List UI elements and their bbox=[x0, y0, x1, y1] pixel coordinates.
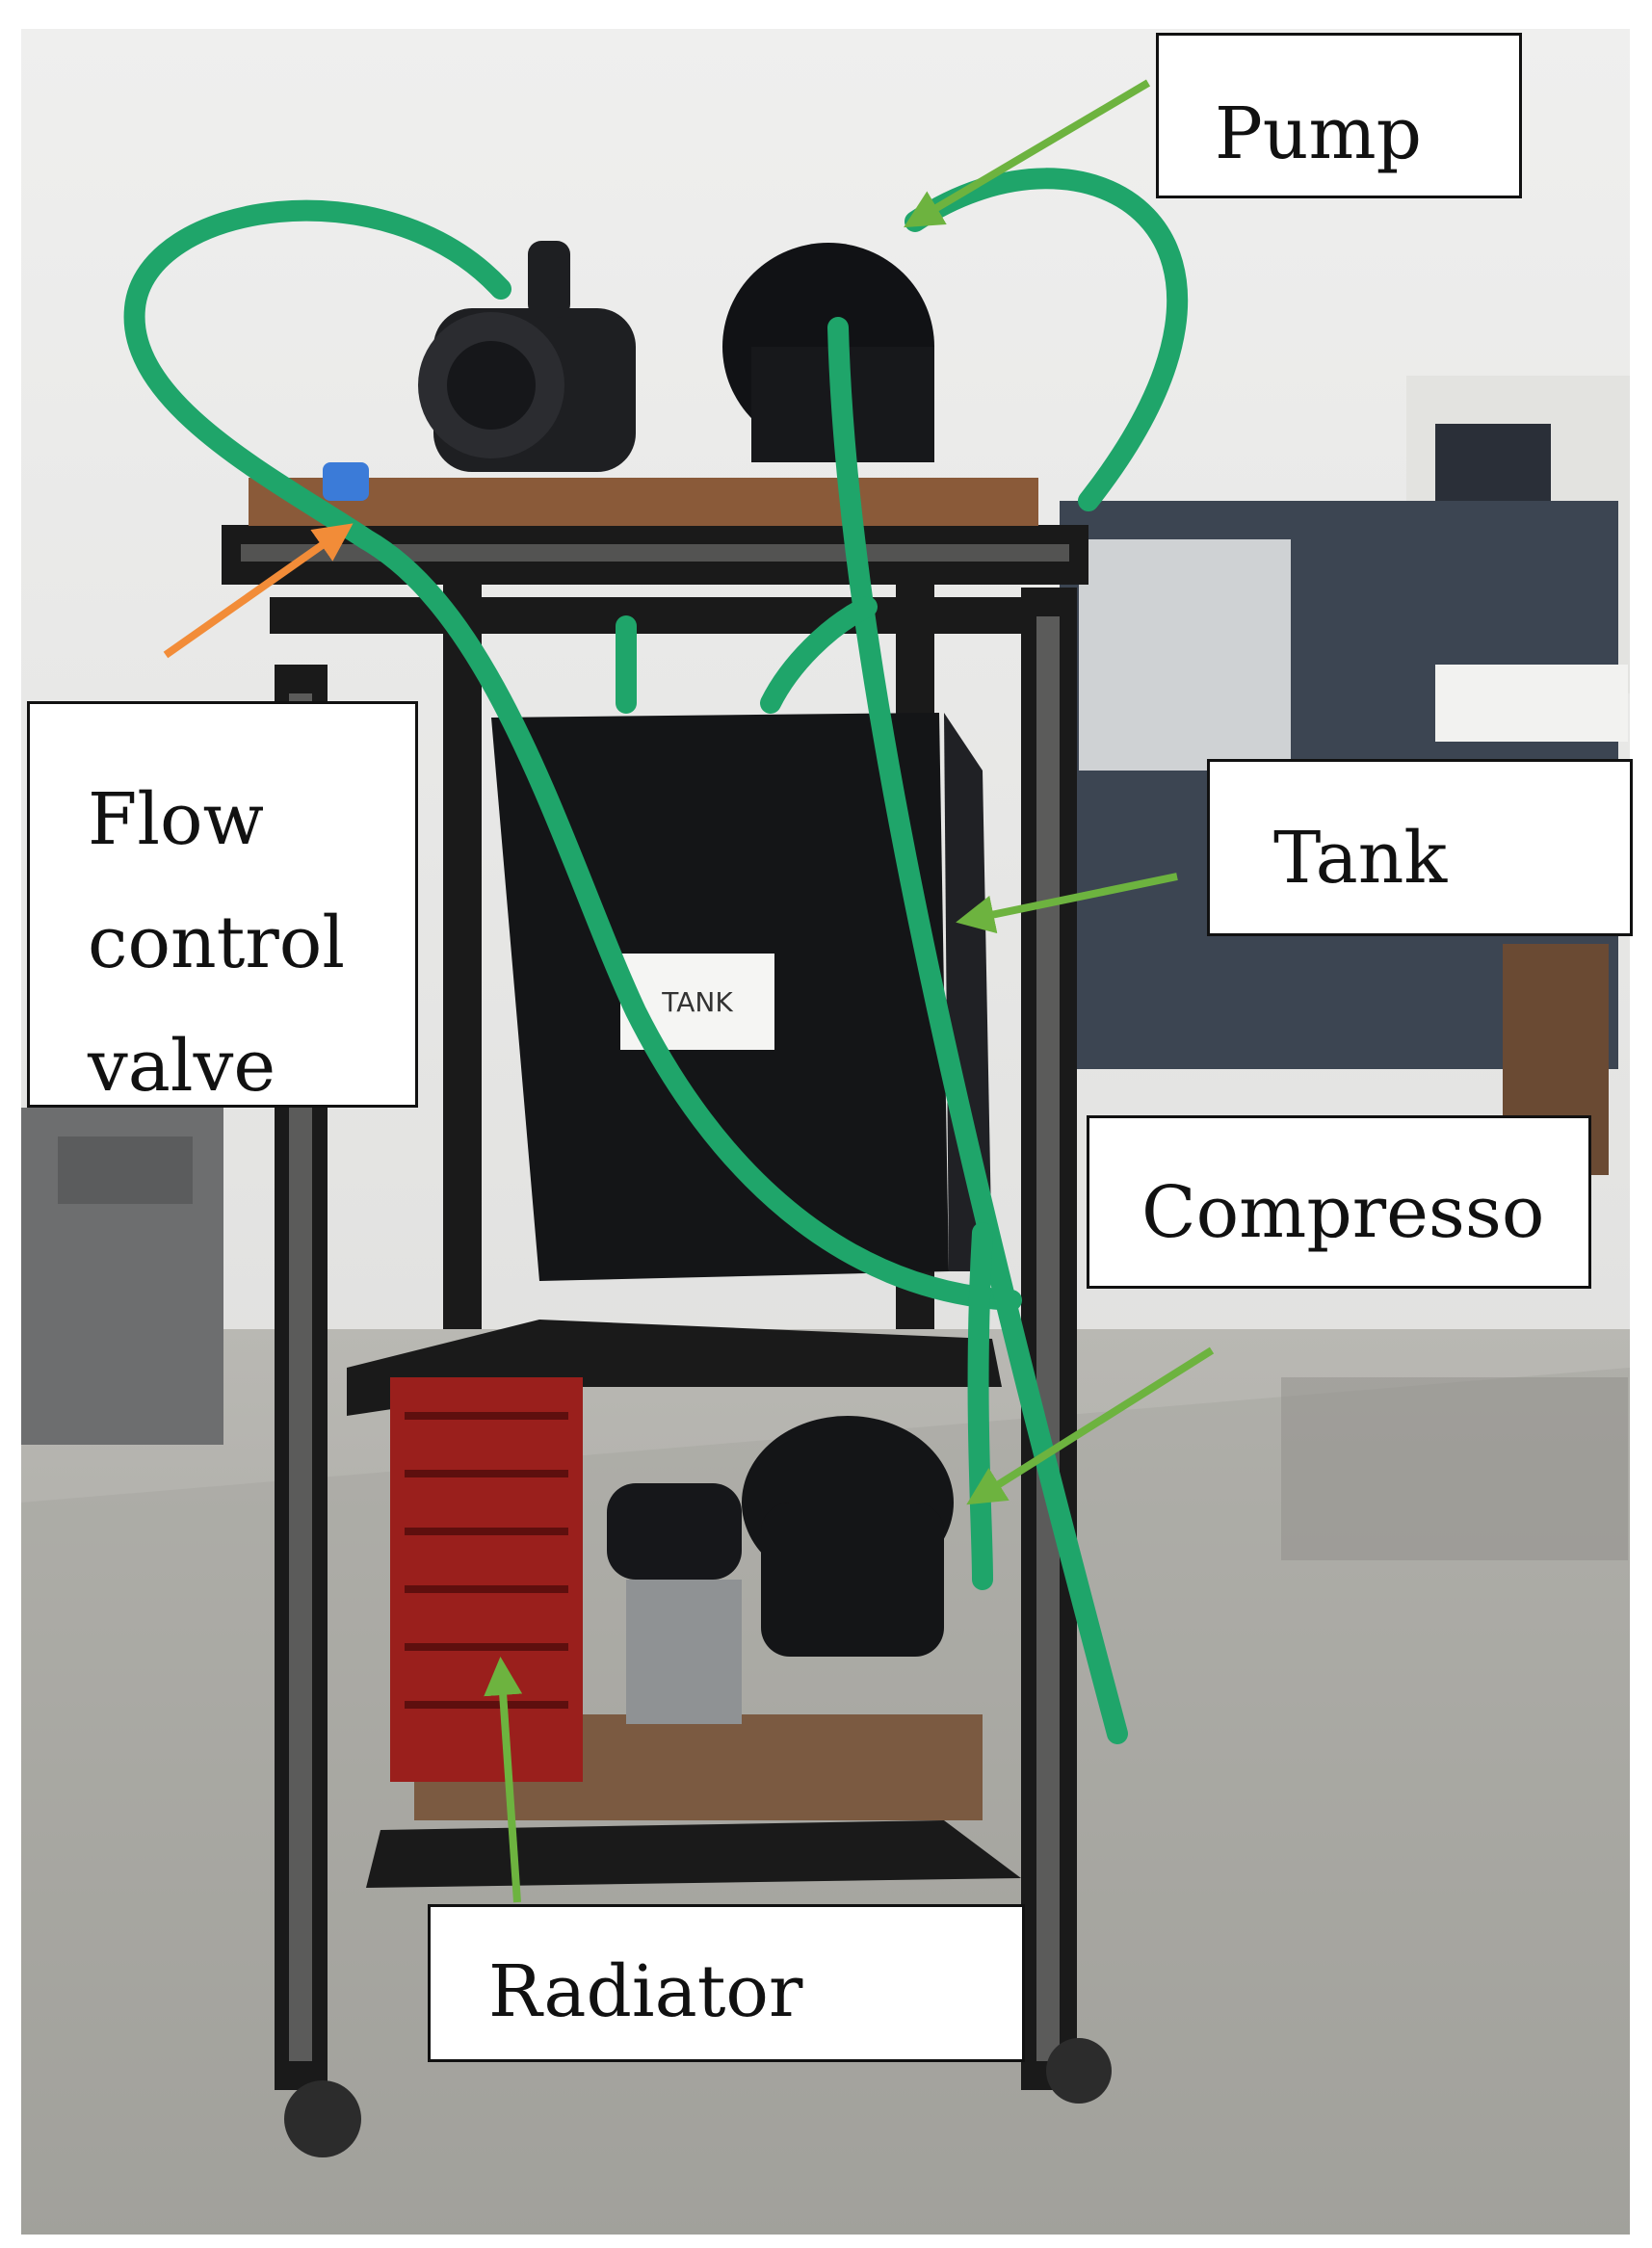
cnc-panel bbox=[1435, 665, 1628, 742]
tank-sticker: TANK bbox=[661, 986, 733, 1018]
compressor-callout: Compresso bbox=[1087, 1115, 1591, 1289]
pump-callout: Pump bbox=[1156, 33, 1522, 198]
flow-control-valve-label-text: Flow control valve bbox=[88, 778, 345, 1108]
compressor-label-text: Compresso bbox=[1141, 1171, 1545, 1254]
floor-tile-dark bbox=[1281, 1377, 1628, 1560]
flow-control-valve-part bbox=[323, 462, 369, 501]
cnc-window bbox=[1079, 539, 1291, 771]
tank-arrow bbox=[956, 873, 1178, 934]
radiator-unit bbox=[390, 1377, 583, 1782]
caster-wheels bbox=[284, 2038, 1112, 2157]
compressor-arrow bbox=[966, 1346, 1215, 1505]
pump-arrow bbox=[904, 79, 1151, 228]
tank-body: TANK bbox=[491, 713, 992, 1281]
cabinet-drawer bbox=[58, 1137, 193, 1204]
radiator-callout: Radiator bbox=[428, 1904, 1025, 2062]
tank-label-text: Tank bbox=[1273, 817, 1448, 900]
motor-left bbox=[418, 241, 636, 472]
compressor-unit bbox=[742, 1416, 954, 1657]
fan-motor bbox=[607, 1483, 742, 1724]
radiator-label-text: Radiator bbox=[488, 1950, 803, 2033]
flow-valve-arrow bbox=[163, 523, 354, 659]
radiator-arrow bbox=[484, 1657, 523, 1903]
flow-control-valve-callout: Flow control valve bbox=[27, 701, 418, 1108]
pump-label-text: Pump bbox=[1215, 92, 1422, 175]
tank-callout: Tank bbox=[1207, 759, 1633, 936]
green-hoses bbox=[123, 168, 1189, 1744]
wooden-top-board bbox=[249, 478, 1038, 526]
